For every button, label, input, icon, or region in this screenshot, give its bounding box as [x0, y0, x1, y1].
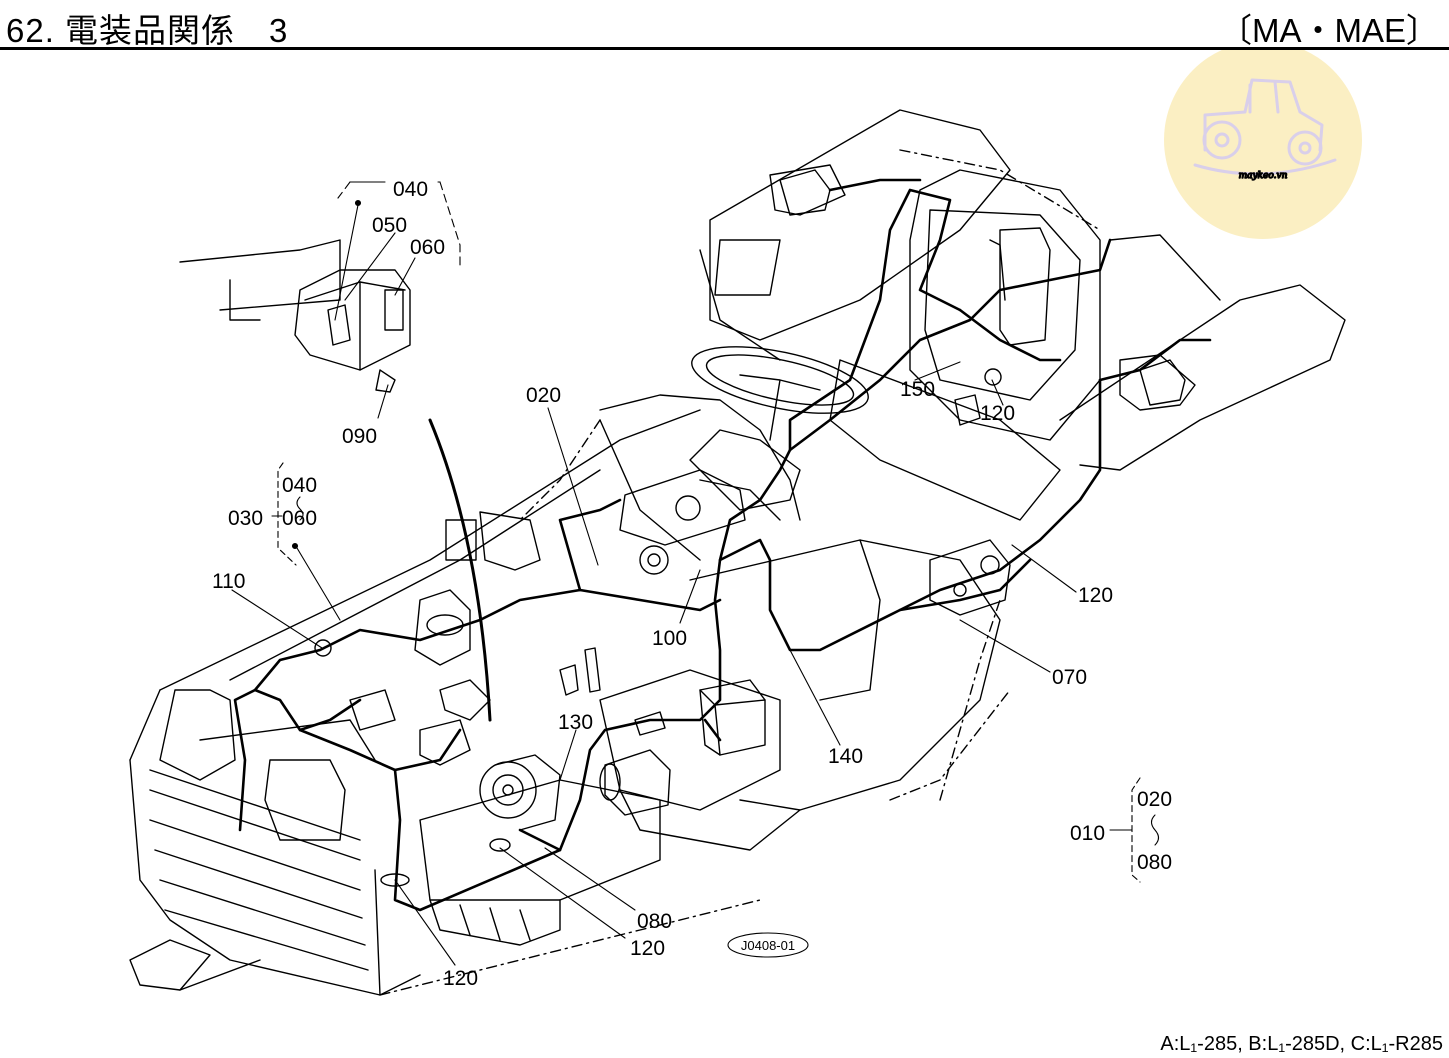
wiring-harness — [233, 178, 1212, 912]
callout-020b: 020 — [1137, 788, 1172, 811]
callout-120b: 120 — [1078, 584, 1113, 607]
callout-060b: 060 — [282, 507, 317, 530]
callout-120a: 120 — [980, 402, 1015, 425]
page-title: 62. 電装品関係 3 — [6, 12, 289, 49]
applicable-models: A:L₁-285, B:L₁-285D, C:L₁-R285 — [1160, 1033, 1443, 1055]
leader-lines — [231, 181, 1160, 966]
callout-040b: 040 — [282, 474, 317, 497]
callout-010: 010 — [1070, 822, 1105, 845]
callout-140: 140 — [828, 745, 863, 768]
callout-070: 070 — [1052, 666, 1087, 689]
callout-090: 090 — [342, 425, 377, 448]
callout-110: 110 — [212, 570, 245, 593]
callout-050: 050 — [372, 214, 407, 237]
callout-080b: 080 — [1137, 851, 1172, 874]
parts-diagram: maykeo.vn — [129, 50, 1362, 996]
callout-040a: 040 — [393, 178, 428, 201]
callout-080a: 080 — [637, 910, 672, 933]
callout-100: 100 — [652, 627, 687, 650]
callout-120c: 120 — [630, 937, 665, 960]
header-rule — [0, 47, 1449, 50]
callout-060a: 060 — [410, 236, 445, 259]
callout-labels: 040 050 060 090 020 030 040 060 110 100 … — [212, 178, 1172, 990]
reference-code: J0408-01 — [741, 938, 795, 953]
callout-030: 030 — [228, 507, 263, 530]
model-code: 〔MA・MAE〕 — [1218, 12, 1439, 49]
components — [179, 169, 1186, 887]
watermark-text: maykeo.vn — [1239, 171, 1288, 181]
callout-150: 150 — [900, 378, 935, 401]
callout-130: 130 — [558, 711, 593, 734]
watermark-logo: maykeo.vn — [1164, 50, 1362, 239]
callout-120d: 120 — [443, 967, 478, 990]
page-header: 62. 電装品関係 3 〔MA・MAE〕 — [0, 0, 1449, 50]
callout-020: 020 — [526, 384, 561, 407]
tractor-icon — [1193, 78, 1337, 176]
